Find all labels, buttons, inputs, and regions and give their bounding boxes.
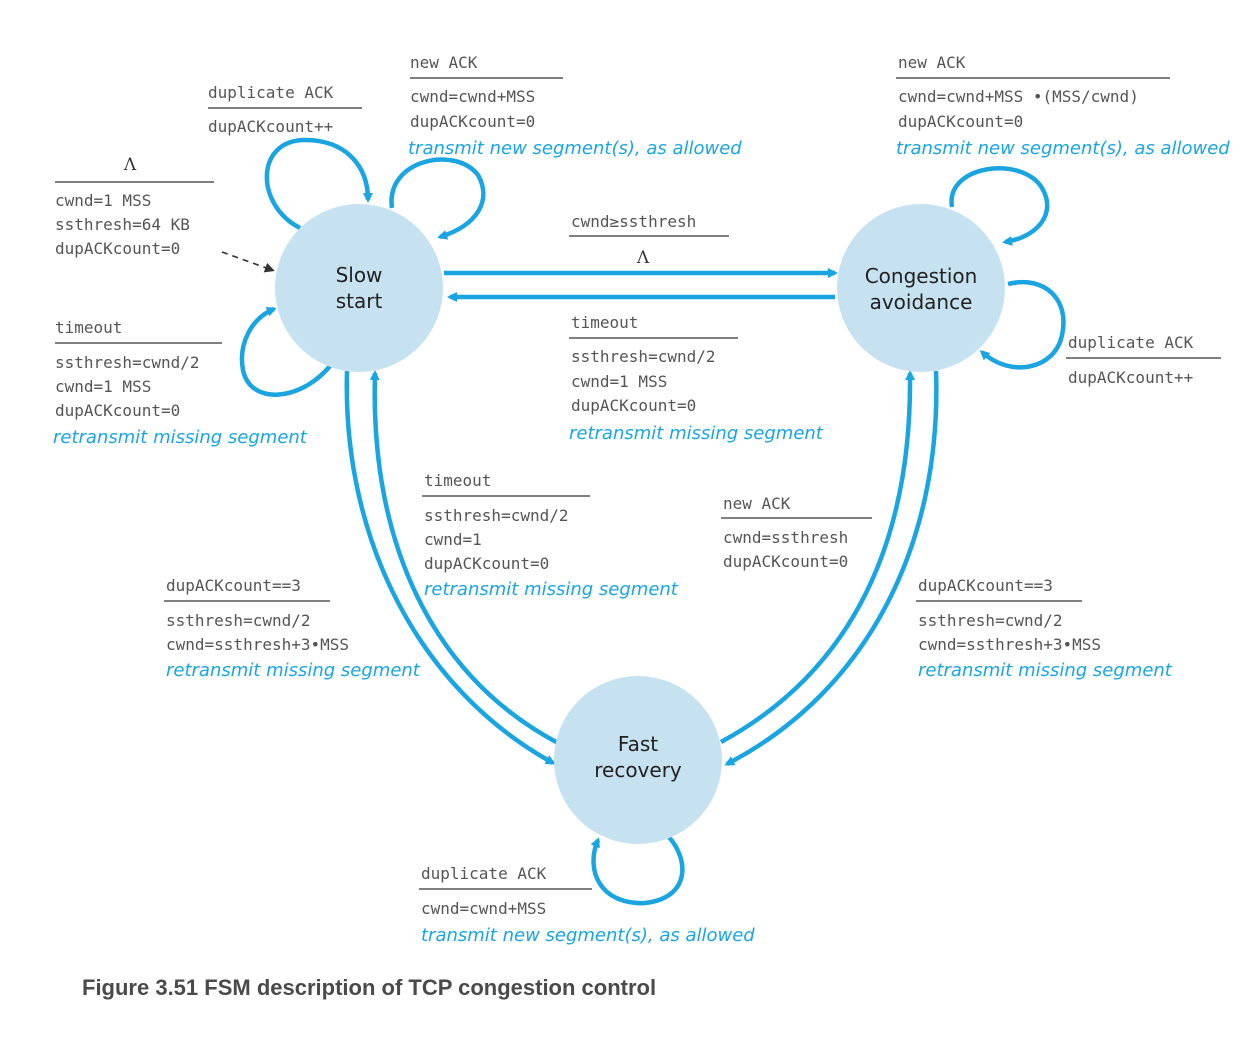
state-label: avoidance <box>870 290 973 314</box>
state-fast-recovery: Fast recovery <box>554 676 722 844</box>
action-text: ssthresh=cwnd/2 <box>166 611 311 630</box>
event-text: duplicate ACK <box>421 864 547 883</box>
ca-dupack-label: duplicate ACK dupACKcount++ <box>1066 333 1221 387</box>
action-text: dupACKcount++ <box>208 117 333 136</box>
transmit-text: retransmit missing segment <box>918 660 1173 681</box>
action-text: cwnd=ssthresh <box>723 528 848 547</box>
transmit-text: transmit new segment(s), as allowed <box>896 138 1230 159</box>
action-text: dupACKcount=0 <box>424 554 549 573</box>
event-text: dupACKcount==3 <box>166 576 301 595</box>
action-text: ssthresh=cwnd/2 <box>571 347 716 366</box>
event-text: timeout <box>55 318 122 337</box>
ss-newack-label: new ACK cwnd=cwnd+MSS dupACKcount=0 tran… <box>408 53 742 159</box>
transmit-text: retransmit missing segment <box>569 423 824 444</box>
action-text: dupACKcount++ <box>1068 368 1193 387</box>
state-label: Congestion <box>865 264 978 288</box>
ss-newack-loop-arrow <box>389 157 486 240</box>
event-text: new ACK <box>898 53 966 72</box>
event-text: duplicate ACK <box>1068 333 1194 352</box>
fr-to-ca-label: new ACK cwnd=ssthresh dupACKcount=0 <box>721 494 872 571</box>
action-text: dupACKcount=0 <box>723 552 848 571</box>
ca-newack-label: new ACK cwnd=cwnd+MSS •(MSS/cwnd) dupACK… <box>896 53 1230 159</box>
state-label: Slow <box>336 263 383 287</box>
ss-dupack-loop-arrow <box>264 137 373 231</box>
action-text: dupACKcount=0 <box>55 401 180 420</box>
fr-dupack-label: duplicate ACK cwnd=cwnd+MSS transmit new… <box>419 864 755 946</box>
transmit-text: transmit new segment(s), as allowed <box>408 138 742 159</box>
action-text: ssthresh=cwnd/2 <box>918 611 1063 630</box>
ss-timeout-loop-arrow <box>239 306 332 397</box>
event-text: new ACK <box>410 53 478 72</box>
event-text: timeout <box>571 313 638 332</box>
fr-dupack-loop-arrow <box>590 834 685 906</box>
action-text: dupACKcount=0 <box>898 112 1023 131</box>
ss-to-ca-label: cwnd≥ssthresh Λ <box>569 212 729 268</box>
action-text: ssthresh=cwnd/2 <box>424 506 569 525</box>
action-text: cwnd=ssthresh+3•MSS <box>918 635 1101 654</box>
event-text: new ACK <box>723 494 791 513</box>
fr-to-ca-arrow <box>719 370 916 744</box>
fr-to-ss-arrow <box>369 370 560 745</box>
state-slow-start: Slow start <box>275 204 443 372</box>
action-text: Λ <box>636 248 650 268</box>
ca-newack-loop-arrow <box>949 166 1050 246</box>
fr-to-ss-label: timeout ssthresh=cwnd/2 cwnd=1 dupACKcou… <box>422 471 679 600</box>
action-text: cwnd=cwnd+MSS <box>421 899 546 918</box>
ca-dupack-loop-arrow <box>979 280 1066 370</box>
state-label: start <box>336 289 383 313</box>
event-text: dupACKcount==3 <box>918 576 1053 595</box>
ss-to-fr-arrow <box>344 370 556 765</box>
transmit-text: retransmit missing segment <box>53 427 308 448</box>
initial-arrow <box>221 251 275 273</box>
action-text: dupACKcount=0 <box>55 239 180 258</box>
ss-dupack-label: duplicate ACK dupACKcount++ <box>208 83 362 136</box>
action-text: cwnd=ssthresh+3•MSS <box>166 635 349 654</box>
event-text: duplicate ACK <box>208 83 334 102</box>
event-text: Λ <box>123 155 137 175</box>
transmit-text: retransmit missing segment <box>424 579 679 600</box>
initial-label: Λ cwnd=1 MSS ssthresh=64 KB dupACKcount=… <box>55 155 214 258</box>
action-text: cwnd=1 MSS <box>55 191 151 210</box>
action-text: cwnd=1 MSS <box>55 377 151 396</box>
ca-to-ss-label: timeout ssthresh=cwnd/2 cwnd=1 MSS dupAC… <box>569 313 824 444</box>
action-text: cwnd=1 MSS <box>571 372 667 391</box>
action-text: dupACKcount=0 <box>571 396 696 415</box>
transmit-text: retransmit missing segment <box>166 660 421 681</box>
action-text: ssthresh=cwnd/2 <box>55 353 200 372</box>
figure-caption: Figure 3.51 FSM description of TCP conge… <box>82 975 656 1000</box>
ca-to-fr-arrow <box>724 370 939 766</box>
action-text: cwnd=1 <box>424 530 482 549</box>
event-text: cwnd≥ssthresh <box>571 212 696 231</box>
transmit-text: transmit new segment(s), as allowed <box>421 925 755 946</box>
action-text: dupACKcount=0 <box>410 112 535 131</box>
ca-to-fr-label: dupACKcount==3 ssthresh=cwnd/2 cwnd=ssth… <box>916 576 1173 681</box>
state-label: Fast <box>618 732 658 756</box>
state-label: recovery <box>594 758 682 782</box>
ss-timeout-label: timeout ssthresh=cwnd/2 cwnd=1 MSS dupAC… <box>53 318 308 448</box>
action-text: ssthresh=64 KB <box>55 215 190 234</box>
action-text: cwnd=cwnd+MSS •(MSS/cwnd) <box>898 87 1139 106</box>
action-text: cwnd=cwnd+MSS <box>410 87 535 106</box>
ss-to-fr-label: dupACKcount==3 ssthresh=cwnd/2 cwnd=ssth… <box>164 576 421 681</box>
state-congestion-avoidance: Congestion avoidance <box>837 204 1005 372</box>
event-text: timeout <box>424 471 491 490</box>
